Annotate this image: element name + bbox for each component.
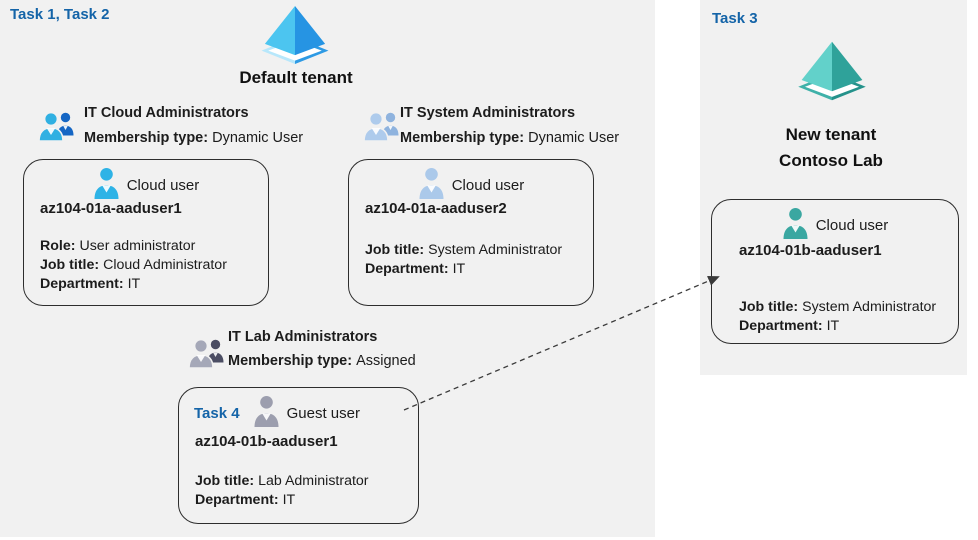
- card-user-type-row: Cloud user: [712, 207, 958, 244]
- cloud-user-pale-icon: [418, 167, 445, 204]
- membership-type-value: Dynamic User: [212, 130, 304, 146]
- card-username: az104-01a-aaduser2: [365, 200, 507, 217]
- guest-user-gray-icon: [253, 395, 280, 432]
- card-user-type: Cloud user: [815, 217, 889, 234]
- group-membership: Membership type:Assigned: [228, 353, 416, 369]
- card-user-type-row: Cloud user: [349, 167, 593, 204]
- card-fields: Job title:System Administrator Departmen…: [365, 241, 562, 279]
- cloud-user-teal-icon: [782, 207, 809, 244]
- cloud-user-cyan-icon: [93, 167, 120, 204]
- task-4-label: Task 4: [194, 405, 240, 422]
- task-3-label: Task 3: [712, 10, 758, 27]
- card-user-type: Guest user: [286, 405, 360, 422]
- card-fields: Job title:Lab Administrator Department:I…: [195, 472, 369, 510]
- group-membership: Membership type:Dynamic User: [84, 130, 303, 146]
- user-card-aaduser1-contoso: Cloud user az104-01b-aaduser1 Job title:…: [711, 199, 959, 344]
- group-users-lightblue-icon: [363, 108, 400, 147]
- membership-type-label: Membership type:: [84, 130, 209, 146]
- new-tenant-line1: New tenant: [785, 125, 877, 144]
- card-field-row: Job title:Lab Administrator: [195, 473, 369, 489]
- default-tenant-panel: [0, 0, 655, 537]
- membership-type-value: Dynamic User: [528, 130, 620, 146]
- group-title: IT System Administrators: [400, 105, 576, 121]
- user-card-aaduser1-default: Cloud user az104-01a-aaduser1 Role:User …: [23, 159, 269, 306]
- card-field-row: Job title:System Administrator: [365, 242, 563, 258]
- membership-type-label: Membership type:: [228, 353, 353, 369]
- membership-type-value: Assigned: [356, 353, 416, 369]
- card-field-row: Department:IT: [195, 492, 296, 508]
- card-field-row: Department:IT: [365, 261, 466, 277]
- card-fields: Job title:System Administrator Departmen…: [739, 298, 936, 336]
- user-card-aaduser2-default: Cloud user az104-01a-aaduser2 Job title:…: [348, 159, 594, 306]
- default-tenant-title: Default tenant: [239, 68, 353, 87]
- card-user-type: Cloud user: [126, 177, 200, 194]
- card-username: az104-01b-aaduser1: [739, 242, 882, 259]
- card-user-type: Cloud user: [451, 177, 525, 194]
- card-fields: Role:User administrator Job title:Cloud …: [40, 237, 227, 294]
- new-tenant-line2: Contoso Lab: [779, 151, 883, 170]
- new-tenant-title: New tenant Contoso Lab: [779, 122, 883, 174]
- membership-type-label: Membership type:: [400, 130, 525, 146]
- group-title: IT Lab Administrators: [228, 329, 378, 345]
- card-field-row: Job title:Cloud Administrator: [40, 257, 227, 273]
- group-membership: Membership type:Dynamic User: [400, 130, 619, 146]
- card-field-row: Role:User administrator: [40, 238, 196, 254]
- group-users-gray-icon: [188, 335, 225, 374]
- card-user-type-row: Task 4 Guest user: [179, 395, 418, 432]
- azure-ad-tenant-teal-icon: [796, 40, 868, 107]
- azure-ad-tenant-blue-icon: [257, 6, 333, 69]
- card-username: az104-01b-aaduser1: [195, 433, 338, 450]
- group-title: IT Cloud Administrators: [84, 105, 249, 121]
- group-users-blue-icon: [38, 108, 75, 147]
- card-user-type-row: Cloud user: [24, 167, 268, 204]
- card-username: az104-01a-aaduser1: [40, 200, 182, 217]
- user-card-guest-aaduser1: Task 4 Guest user az104-01b-aaduser1 Job…: [178, 387, 419, 524]
- task-1-2-label: Task 1, Task 2: [10, 6, 110, 23]
- card-field-row: Department:IT: [40, 276, 141, 292]
- card-field-row: Job title:System Administrator: [739, 299, 937, 315]
- card-field-row: Department:IT: [739, 318, 840, 334]
